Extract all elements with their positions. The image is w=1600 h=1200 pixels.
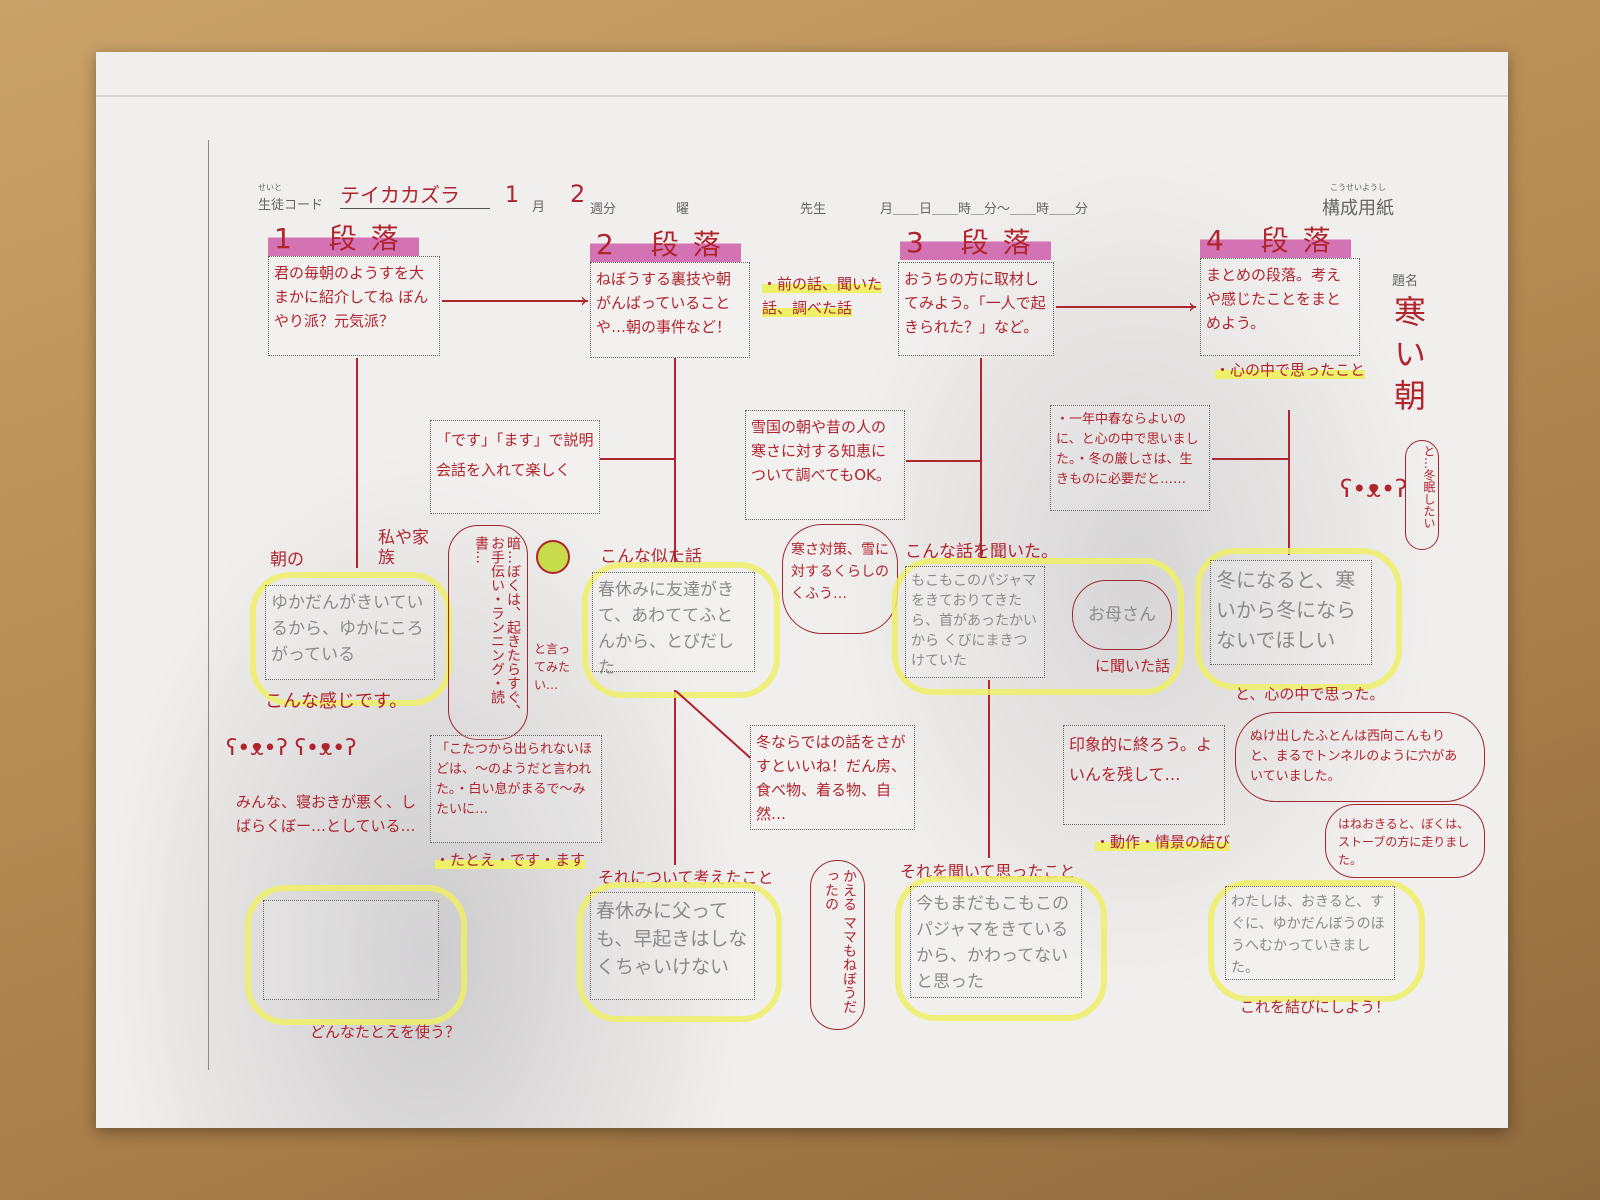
between-2-3-text: ・前の話、聞いた話、調べた話 bbox=[762, 275, 883, 317]
arrow-head-icon: › bbox=[580, 288, 588, 312]
highlight-cloud bbox=[1195, 548, 1402, 690]
margin-line bbox=[208, 140, 209, 1070]
paragraph-4-tip: ・一年中春ならよいのに、と心の中で思いました。・冬の厳しさは、生きものに必要だと… bbox=[1050, 405, 1210, 511]
ending-tip: 印象的に終ろう。よいんを残して… bbox=[1063, 725, 1225, 825]
paragraph-4-hint-text: ・心の中で思ったこと bbox=[1215, 361, 1366, 379]
connector-p3 bbox=[980, 358, 982, 558]
student-writing-p3: もこもこのパジャマをきておりてきたら、首があったかいから くびにまきつけていた bbox=[905, 566, 1045, 678]
paper-fold bbox=[96, 95, 1508, 97]
simile-hint: ・たとえ・です・ます bbox=[435, 851, 586, 869]
connector-p2 bbox=[674, 358, 676, 563]
student-writing-p2-bottom: 春休みに父っても、早起きはしなくちゃいけない bbox=[590, 892, 755, 1000]
highlight-cloud bbox=[245, 885, 467, 1025]
animal-drawings-icon: ʕ•ᴥ•ʔ ʕ•ᴥ•ʔ bbox=[226, 736, 357, 761]
highlight-cloud bbox=[250, 572, 452, 706]
month-label: 月 bbox=[532, 200, 546, 215]
student-writing-p1: ゆかだんがきいているから、ゆかにころがっている bbox=[265, 585, 435, 680]
paragraph-2-prompt: ねぼうする裏技や朝がんばっていることや…朝の事件など！ bbox=[590, 262, 750, 358]
date-labels: 月＿＿日＿＿時＿分〜＿＿時＿＿分 bbox=[880, 202, 1089, 217]
student-writing-p2: 春休みに友達がきて、あわててふとんから、とびだした bbox=[592, 572, 755, 678]
frog-drawing-icon bbox=[536, 540, 570, 574]
paragraph-1-prompt: 君の毎朝のようすを大まかに紹介してね ぼんやり派？元気派？ bbox=[268, 256, 440, 356]
p1-speech-after: と言ってみたい… bbox=[534, 642, 571, 692]
p3-label: こんな話を聞いた。 bbox=[905, 542, 1058, 562]
simile-question: どんなたとえを使う？ bbox=[310, 1023, 461, 1041]
connector-tip-1 bbox=[600, 458, 674, 460]
student-writing-p4-bottom: わたしは、おきると、すぐに、ゆかだんぼうのほうへむかっていきました。 bbox=[1225, 886, 1395, 980]
title-label: 題名 bbox=[1392, 274, 1419, 289]
connector-p1 bbox=[356, 358, 358, 568]
week-label: 週分 bbox=[590, 202, 617, 217]
paragraph-4-hint: ・心の中で思ったこと bbox=[1215, 358, 1366, 382]
ending-hint: ・動作・情景の結び bbox=[1095, 833, 1231, 851]
highlight-cloud bbox=[577, 882, 782, 1022]
student-code-label: 生徒コード bbox=[258, 198, 324, 213]
bear-speech: と…冬眠したい bbox=[1405, 440, 1439, 550]
arrow-head-icon: › bbox=[1188, 294, 1196, 318]
arrow-3-4 bbox=[1056, 306, 1196, 308]
p1-speech: 暗…ぼくは、起きたらすぐ、お手伝い・ランニング・読書… bbox=[448, 525, 528, 740]
paragraph-3-title: 3 段落 bbox=[900, 226, 1051, 260]
kaeru-speech: かえる ママもねぼうだったの bbox=[810, 860, 865, 1030]
arrow-1-2 bbox=[442, 300, 588, 302]
connector-tip-2 bbox=[906, 460, 980, 462]
teacher-label: 先生 bbox=[800, 202, 827, 217]
simile-tip: 「こたつから出られないほどは、〜のようだと言われた。・白い息がまるで〜みたいに… bbox=[430, 735, 602, 843]
connector-p3-bottom bbox=[988, 680, 990, 858]
paragraph-2-cloud: 寒さ対策、雪に対するくらしのくふう… bbox=[782, 524, 898, 634]
connector-p4 bbox=[1288, 410, 1290, 555]
ending-after: これを結びにしよう！ bbox=[1240, 998, 1391, 1016]
paragraph-4-prompt: まとめの段落。考えや感じたことをまとめよう。 bbox=[1200, 258, 1360, 356]
week-value: 2 bbox=[570, 180, 586, 208]
paragraph-1-tip: 「です」「ます」で説明 会話を入れて楽しく bbox=[430, 420, 600, 514]
p4-after: と、心の中で思った。 bbox=[1235, 685, 1385, 703]
ending-cloud: ぬけ出したふとんは西向こんもりと、まるでトンネルのように穴があいていました。 bbox=[1235, 712, 1485, 802]
paragraph-1-title: 1 段落 bbox=[268, 222, 419, 256]
student-code-ruby: せいと bbox=[258, 183, 282, 192]
bear-drawing-icon: ʕ•ᴥ•ʔ bbox=[1340, 475, 1408, 503]
p1-label-b: 私や家族 bbox=[378, 528, 429, 568]
day-label: 曜 bbox=[676, 202, 690, 217]
student-writing-p3-bottom: 今もまだもこもこのパジャマをきているから、かわってないと思った bbox=[910, 886, 1082, 998]
student-name: テイカカズラ bbox=[340, 182, 490, 209]
connector-p2-bottom bbox=[674, 690, 676, 865]
student-writing-p1-bottom bbox=[263, 900, 439, 1000]
p1-after: こんな感じです。 bbox=[265, 691, 408, 712]
form-title: 構成用紙 bbox=[1322, 198, 1394, 219]
month-value: 1 bbox=[505, 183, 519, 208]
p3-cloud-after: に聞いた話 bbox=[1095, 657, 1171, 675]
form-title-ruby: こうせいようし bbox=[1330, 183, 1386, 192]
paragraph-3-prompt: おうちの方に取材してみよう。「一人で起きられた？」など。 bbox=[898, 262, 1054, 356]
p1-label-a: 朝の bbox=[270, 550, 304, 570]
winter-tip: 冬ならではの話をさがすといいね！だん房、食べ物、着る物、自然… bbox=[750, 725, 915, 830]
paragraph-2-tip: 雪国の朝や昔の人の寒さに対する知恵について調べてもOK。 bbox=[745, 410, 905, 520]
between-2-3-note: ・前の話、聞いた話、調べた話 bbox=[762, 272, 892, 320]
student-writing-p4: 冬になると、寒いから冬にならないでほしい bbox=[1210, 560, 1372, 665]
paragraph-4-title: 4 段落 bbox=[1200, 224, 1351, 258]
highlight-cloud bbox=[895, 876, 1107, 1021]
paragraph-2-title: 2 段落 bbox=[590, 228, 741, 262]
connector-tip-4 bbox=[1212, 458, 1288, 460]
animals-caption: みんな、寝おきが悪く、しばらくぼー…としている… bbox=[236, 793, 417, 835]
highlight-cloud bbox=[1208, 880, 1425, 1002]
highlight-cloud bbox=[892, 558, 1184, 695]
essay-title: 寒い朝 bbox=[1389, 295, 1427, 421]
p3-cloud: お母さん bbox=[1072, 580, 1172, 650]
ending-cloud-2: はねおきると、ぼくは、ストーブの方に走りました。 bbox=[1325, 804, 1485, 878]
